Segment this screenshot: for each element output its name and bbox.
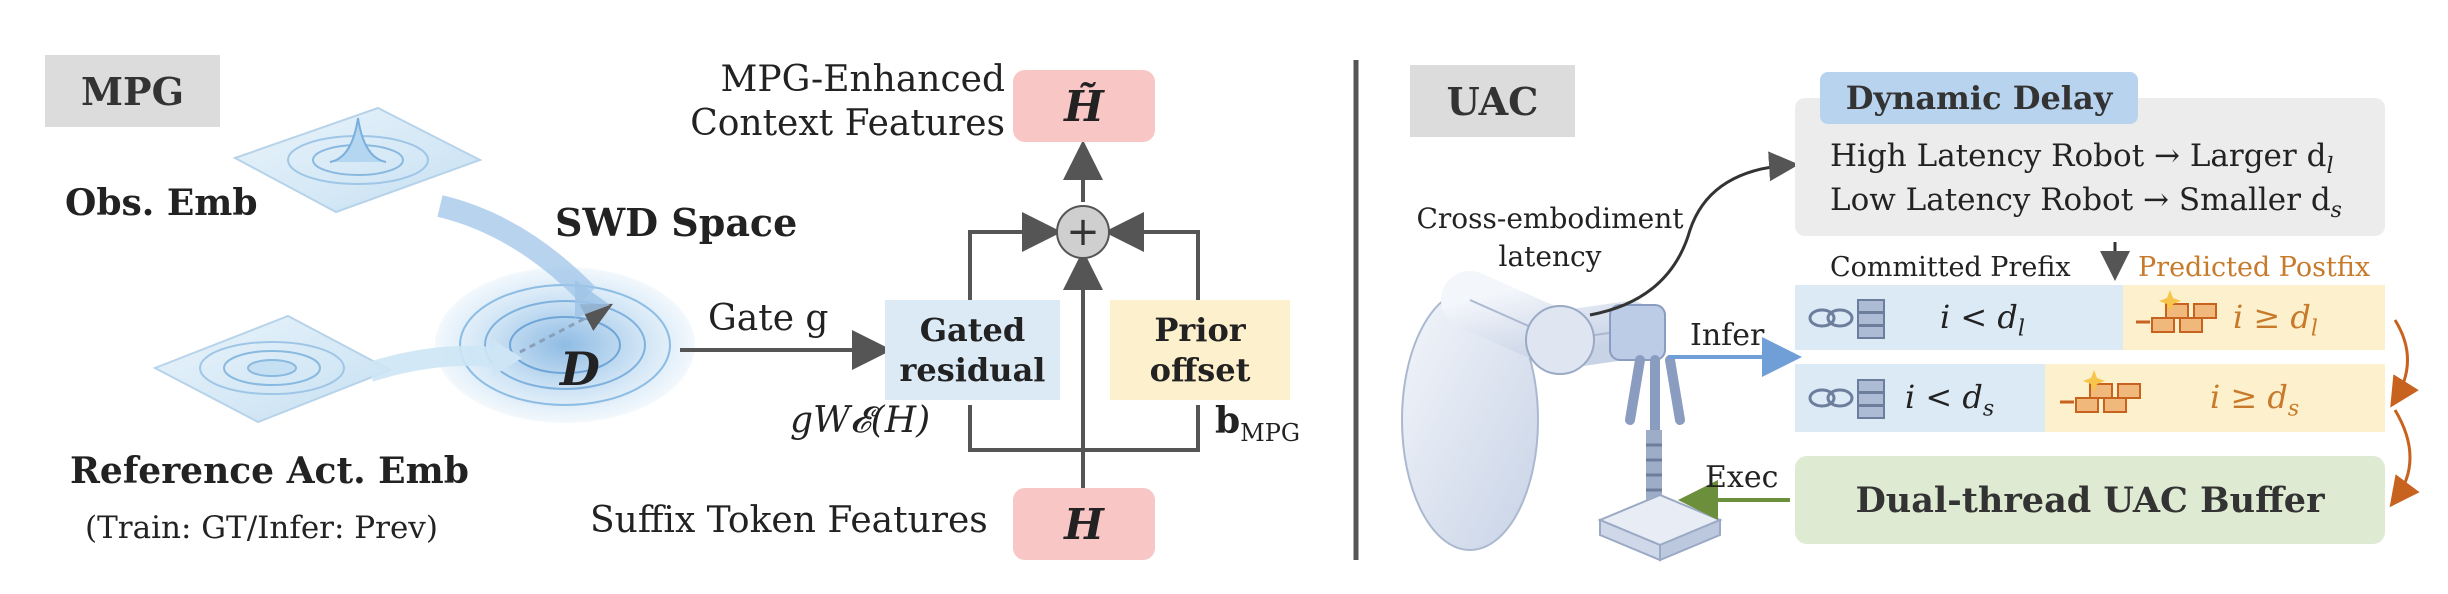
- b-mpg-label: bMPG: [1215, 400, 1300, 447]
- mpg-tag: MPG: [45, 55, 220, 127]
- obs-emb-plane: [232, 106, 483, 214]
- gwe-label: gW𝓔(H): [790, 400, 931, 441]
- row2-prefix-cell: [1795, 364, 2045, 432]
- row2-prefix-sub: s: [1982, 396, 1995, 422]
- high-latency-text: High Latency Robot → Larger d: [1830, 138, 2327, 174]
- enhanced-features-label: MPG-Enhanced Context Features: [680, 58, 1005, 146]
- row2-prefix-condition: i < ds: [1905, 378, 1994, 421]
- cross-line-2: latency: [1498, 240, 1602, 273]
- row1-postfix-condition: i ≥ dl: [2233, 298, 2318, 341]
- predicted-postfix-label: Predicted Postfix: [2138, 252, 2371, 283]
- ref-note-label: (Train: GT/Infer: Prev): [85, 510, 438, 546]
- plus-node: [1056, 205, 1110, 259]
- ref-flow-arrow: [367, 345, 502, 382]
- row2-postfix-text: i ≥ d: [2210, 378, 2288, 416]
- infer-label: Infer: [1690, 318, 1765, 353]
- gated-residual-line-1: Gated: [919, 311, 1026, 349]
- h-box: H: [1013, 488, 1155, 560]
- latency-arrow: [1589, 151, 1799, 317]
- sparkle-blocks-icon: [2136, 290, 2217, 333]
- h-tilde-box: H̃: [1013, 70, 1155, 142]
- low-latency-sub: s: [2330, 198, 2342, 224]
- left-loop-bottom: [968, 405, 1083, 452]
- row1-prefix-sub: l: [2017, 316, 2025, 342]
- row2-postfix-condition: i ≥ ds: [2210, 378, 2299, 421]
- exec-label: Exec: [1705, 460, 1779, 495]
- cross-line-1: Cross-embodiment: [1416, 202, 1684, 235]
- row1-postfix-sub: l: [2310, 316, 2318, 342]
- high-latency-sub: l: [2326, 154, 2334, 180]
- row2-prefix-text: i < d: [1905, 378, 1983, 416]
- obs-emb-label: Obs. Emb: [65, 182, 258, 224]
- enhanced-line-2: Context Features: [690, 103, 1005, 144]
- chain-block-icon: [1808, 299, 1885, 339]
- right-loop-bottom: [1083, 405, 1200, 452]
- sparkle-blocks-icon: [2060, 370, 2141, 413]
- row1-postfix-text: i ≥ d: [2233, 298, 2311, 336]
- committed-prefix-label: Committed Prefix: [1830, 252, 2071, 283]
- cross-embodiment-label: Cross-embodiment latency: [1400, 200, 1700, 276]
- chain-block-icon: [1808, 379, 1885, 419]
- high-latency-line: High Latency Robot → Larger dl: [1830, 138, 2333, 179]
- low-latency-line: Low Latency Robot → Smaller ds: [1830, 182, 2342, 223]
- row-cycle-arrow: [2390, 319, 2419, 408]
- swd-space-label: SWD Space: [555, 200, 798, 245]
- row2-postfix-sub: s: [2287, 396, 2300, 422]
- prior-offset-line-2: offset: [1149, 351, 1251, 389]
- gate-label: Gate g: [708, 298, 829, 339]
- buffer-cycle-arrow: [2389, 409, 2420, 508]
- left-loop-top: [968, 212, 1062, 300]
- plus-symbol: +: [1066, 209, 1100, 255]
- ref-emb-plane: [152, 314, 393, 424]
- row1-prefix-cell: [1795, 285, 2123, 350]
- prior-offset-line-1: Prior: [1154, 311, 1246, 349]
- enhanced-line-1: MPG-Enhanced: [720, 59, 1005, 100]
- row1-prefix-text: i < d: [1940, 298, 2018, 336]
- swd-space-blob: [435, 267, 695, 423]
- uac-tag: UAC: [1410, 65, 1575, 137]
- suffix-token-label: Suffix Token Features: [590, 500, 988, 541]
- ref-emb-label: Reference Act. Emb: [70, 450, 469, 492]
- gated-residual-line-2: residual: [899, 351, 1046, 389]
- low-latency-text: Low Latency Robot → Smaller d: [1830, 182, 2331, 218]
- prior-offset-box: Prior offset: [1110, 300, 1290, 400]
- dual-thread-buffer-box: Dual-thread UAC Buffer: [1795, 456, 2385, 544]
- gated-residual-box: Gated residual: [885, 300, 1060, 400]
- d-symbol: D: [560, 342, 600, 396]
- b-mpg-subscript: MPG: [1240, 419, 1301, 448]
- right-loop-top: [1104, 212, 1200, 300]
- row1-prefix-condition: i < dl: [1940, 298, 2025, 341]
- b-mpg-symbol: b: [1215, 400, 1241, 442]
- dynamic-delay-tag: Dynamic Delay: [1820, 72, 2138, 124]
- obs-flow-arrow: [437, 195, 596, 303]
